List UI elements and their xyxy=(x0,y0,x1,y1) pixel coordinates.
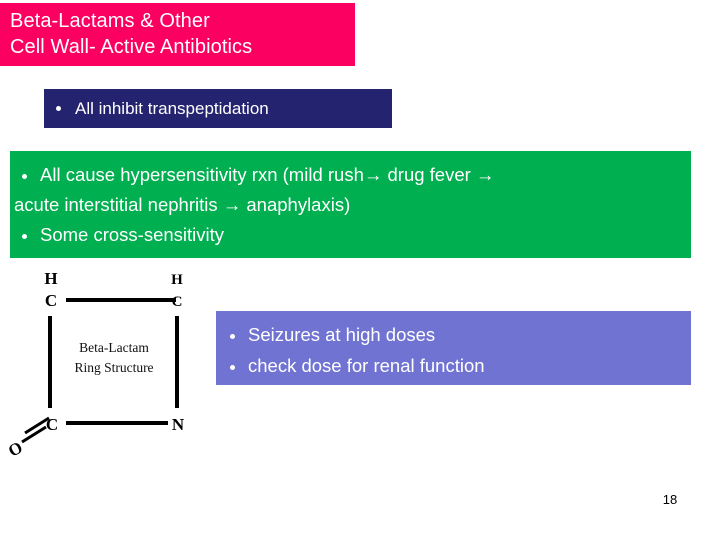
beta-lactam-ring-diagram: H C H C C O N Beta-Lactam Ring Structure xyxy=(8,268,213,458)
navy-bullet-block: All inhibit transpeptidation xyxy=(44,89,392,128)
bond-carbonyl-lower xyxy=(21,425,47,444)
atom-label-c-bottom-left: C xyxy=(46,415,58,434)
navy-bullet-row: All inhibit transpeptidation xyxy=(44,89,392,128)
green-line-3-text: Some cross-sensitivity xyxy=(40,224,225,245)
beta-lactam-ring-svg: H C H C C O N Beta-Lactam Ring Structure xyxy=(8,269,185,458)
purple-line-2-text: check dose for renal function xyxy=(248,355,485,376)
green-line-1-text: All cause hypersensitivity rxn (mild rus… xyxy=(40,164,495,185)
atom-label-c-top-left: C xyxy=(45,291,57,310)
atom-label-c-top-right: C xyxy=(172,294,183,310)
ring-caption-line-2: Ring Structure xyxy=(74,360,153,375)
purple-bullet-block: Seizures at high doses check dose for re… xyxy=(216,311,691,385)
green-bullet-block: All cause hypersensitivity rxn (mild rus… xyxy=(10,151,691,258)
atom-label-n: N xyxy=(172,415,185,434)
purple-line-1: Seizures at high doses xyxy=(230,319,691,350)
ring-caption-line-1: Beta-Lactam xyxy=(79,340,149,355)
bullet-dot-icon xyxy=(22,233,27,239)
slide-title-band: Beta-Lactams & Other Cell Wall- Active A… xyxy=(0,3,355,66)
green-line-2: acute interstitial nephritis → anaphylax… xyxy=(14,194,351,215)
navy-bullet-text: All inhibit transpeptidation xyxy=(75,98,269,118)
slide-title-line-1: Beta-Lactams & Other xyxy=(10,10,210,32)
page-number: 18 xyxy=(662,492,678,507)
atom-label-h-right: H xyxy=(171,272,183,288)
green-line-3: Some cross-sensitivity xyxy=(14,220,687,250)
slide-title-line-2: Cell Wall- Active Antibiotics xyxy=(10,36,253,58)
purple-line-1-text: Seizures at high doses xyxy=(248,324,436,345)
atom-label-h-left: H xyxy=(44,269,57,288)
bullet-dot-icon xyxy=(56,106,61,111)
bullet-dot-icon xyxy=(22,173,27,179)
bullet-dot-icon xyxy=(230,333,235,339)
green-line-1: All cause hypersensitivity rxn (mild rus… xyxy=(14,160,687,190)
purple-line-2: check dose for renal function xyxy=(230,350,691,381)
bullet-dot-icon xyxy=(230,364,235,370)
bond-carbonyl-upper xyxy=(24,416,50,435)
